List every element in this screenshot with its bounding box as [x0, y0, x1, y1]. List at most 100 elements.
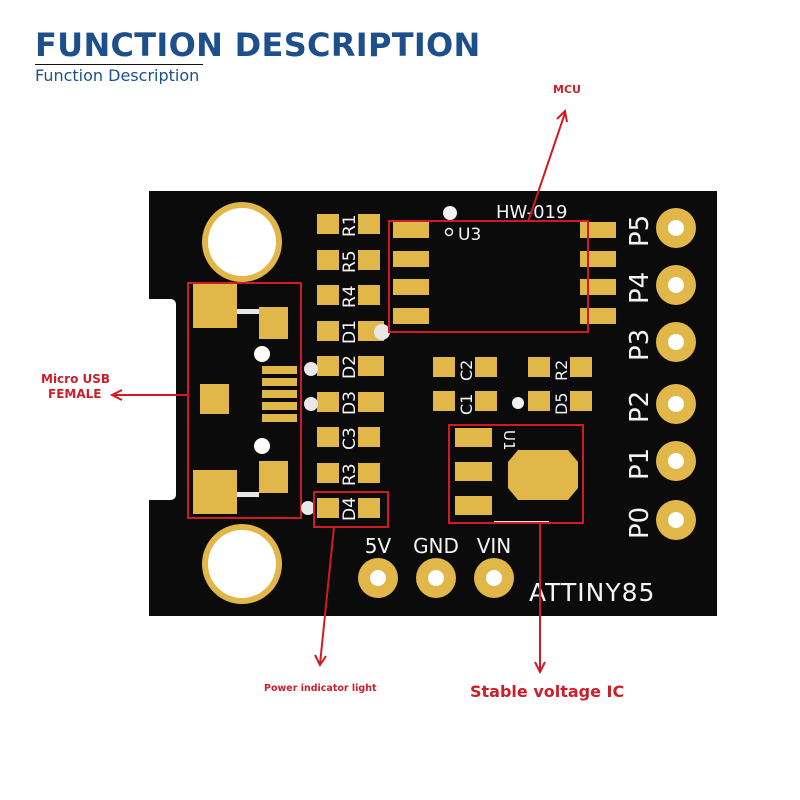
pin-label: P0 — [625, 507, 655, 539]
power-pin-label: VIN — [477, 534, 512, 558]
mounting-hole-bottom — [202, 524, 282, 604]
smd-pad — [317, 285, 339, 305]
power-light-callout: Power indicator light — [264, 683, 377, 694]
pin1-marker — [444, 227, 454, 237]
smd-pad — [358, 392, 384, 412]
smd-pad — [433, 391, 455, 411]
via — [304, 397, 318, 411]
pin-label: P2 — [625, 391, 655, 423]
component-label: C3 — [340, 427, 360, 450]
component-d4: D4 — [317, 497, 380, 521]
pin-p1: P1 — [625, 441, 696, 481]
power-pin-label: 5V — [365, 534, 392, 558]
usb-callout-line1: Micro USB — [41, 372, 111, 386]
component-label: C2 — [457, 360, 476, 381]
mcu-callout: MCU — [553, 83, 581, 96]
usb-arrow — [109, 389, 188, 401]
component-label: D1 — [340, 320, 360, 344]
component-c1: C1 — [433, 391, 497, 415]
component-r4: R4 — [317, 285, 380, 308]
mcu-pad — [393, 279, 429, 295]
via — [301, 501, 315, 515]
smd-pad — [570, 391, 592, 411]
smd-pad — [358, 214, 380, 234]
pin-hole — [428, 570, 444, 586]
smd-pad — [528, 391, 550, 411]
regulator-arrow — [534, 523, 546, 675]
smd-pad — [475, 357, 497, 377]
smd-pad — [358, 498, 380, 518]
smd-pad — [317, 498, 339, 518]
smd-pad — [317, 356, 339, 376]
power-pin-gnd: GND — [413, 534, 459, 598]
smd-pad — [358, 250, 380, 270]
component-label: D3 — [340, 391, 360, 415]
pin-p2: P2 — [625, 384, 696, 424]
mcu-pad — [580, 279, 616, 295]
component-label: R5 — [340, 250, 360, 273]
component-d2: D2 — [317, 355, 384, 379]
via — [374, 324, 390, 340]
pin-hole — [668, 453, 684, 469]
pin-label: P1 — [625, 448, 655, 480]
mcu-pad — [393, 222, 429, 238]
component-r5: R5 — [317, 250, 380, 273]
mcu-pad — [393, 251, 429, 267]
pin-hole — [486, 570, 502, 586]
component-d3: D3 — [317, 391, 384, 415]
smd-pad — [433, 357, 455, 377]
pin-hole — [668, 277, 684, 293]
regulator-footprint — [455, 424, 578, 523]
pin-hole — [668, 220, 684, 236]
pin-p3: P3 — [625, 322, 696, 362]
mounting-hole-top — [202, 202, 282, 282]
pin-label: P3 — [625, 329, 655, 361]
smd-pad — [358, 463, 380, 483]
mcu-ref-label: U3 — [458, 225, 481, 245]
smd-pad — [317, 321, 339, 341]
mcu-pad — [393, 308, 429, 324]
component-d5: D5 — [528, 391, 592, 415]
smd-pad — [570, 357, 592, 377]
smd-pad — [358, 427, 380, 447]
component-r3: R3 — [317, 463, 380, 486]
power-pin-5v: 5V — [358, 534, 398, 598]
component-c2: C2 — [433, 357, 497, 381]
mcu-pad — [580, 222, 616, 238]
title-underline — [35, 64, 203, 65]
power-pin-vin: VIN — [474, 534, 514, 598]
component-label: R3 — [340, 463, 360, 486]
component-label: D2 — [340, 355, 360, 379]
chip-name-label: ATTINY85 — [529, 578, 655, 607]
smd-pad — [358, 356, 384, 376]
pin-hole — [370, 570, 386, 586]
power-pin-label: GND — [413, 534, 459, 558]
component-label: R1 — [340, 214, 360, 237]
mcu-arrow — [527, 108, 568, 223]
pin-p4: P4 — [625, 265, 696, 305]
via — [512, 397, 524, 409]
regulator-highlight-box — [448, 424, 584, 524]
smd-pad — [528, 357, 550, 377]
component-label: C1 — [457, 394, 476, 415]
component-c3: C3 — [317, 427, 380, 450]
smd-pad — [317, 392, 339, 412]
d4-highlight-box — [313, 491, 389, 528]
smd-pad — [317, 214, 339, 234]
pin-label: P4 — [625, 272, 655, 304]
pin-hole — [668, 334, 684, 350]
smd-pad — [317, 463, 339, 483]
component-label: R2 — [552, 360, 571, 381]
mcu-pad — [580, 308, 616, 324]
component-label: D4 — [340, 497, 360, 521]
regulator-callout: Stable voltage IC — [470, 682, 625, 701]
pin-p5: P5 — [625, 208, 696, 248]
component-r2: R2 — [528, 357, 592, 381]
component-d1: D1 — [317, 320, 384, 344]
power-pin-header: 5V GND VIN — [358, 534, 514, 598]
smd-pad — [358, 285, 380, 305]
